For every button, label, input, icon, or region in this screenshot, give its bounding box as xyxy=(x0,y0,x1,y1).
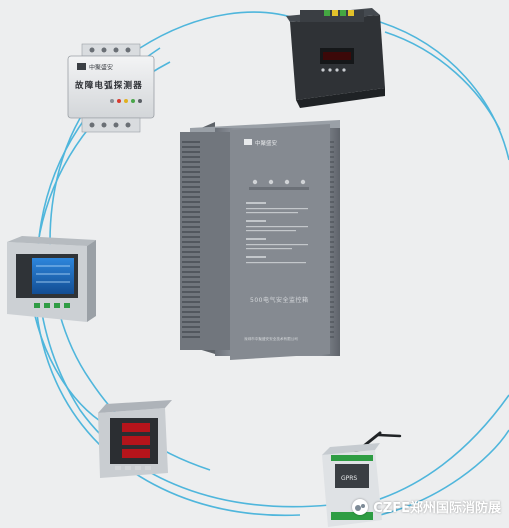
din-rail-monitor-module xyxy=(286,8,385,108)
meter-lcd-screen xyxy=(32,258,74,294)
cabinet-indicator-panel xyxy=(249,179,309,190)
connection-arc-bottom-right xyxy=(359,394,509,506)
cabinet-model-label: 500电气安全监控箱 xyxy=(250,296,308,304)
connection-arc-inner-left xyxy=(36,47,331,508)
connection-arc-outer-left xyxy=(34,61,301,517)
din-terminal-block xyxy=(324,10,354,16)
arc-detector-logo-icon xyxy=(77,63,86,70)
watermark: CZFE郑州国际消防展 xyxy=(352,497,501,516)
gprs-model-label: GPRS xyxy=(341,475,357,482)
connection-arc-bottom-right-2 xyxy=(379,429,509,516)
watermark-text: CZFE郑州国际消防展 xyxy=(373,501,501,516)
cabinet-brand: 中聚盛安 xyxy=(255,139,278,147)
cabinet-company: 深圳市中聚盛安安全技术有限公司 xyxy=(244,336,298,341)
arc-detector-label: 故障电弧探测器 xyxy=(75,80,143,91)
arc-fault-detector: 中聚盛安 故障电弧探测器 xyxy=(67,43,155,133)
connection-arc-top xyxy=(139,11,301,49)
arc-detector-indicator-lights xyxy=(110,99,142,103)
cabinet-logo-icon xyxy=(244,139,252,145)
meter-buttons xyxy=(34,303,70,308)
connection-arc-top-right-2 xyxy=(379,21,509,161)
arc-detector-brand: 中聚盛安 xyxy=(89,64,113,72)
digital-panel-meter xyxy=(98,400,172,478)
watermark-logo-icon xyxy=(352,498,369,515)
cabinet-info-lines xyxy=(246,202,308,264)
main-monitoring-cabinet: 中聚盛安 500电气安全监控箱 深圳市中聚盛安安全技术有限公司 xyxy=(180,120,340,360)
connection-lines xyxy=(29,11,509,517)
panel-meter-lcd xyxy=(7,236,96,322)
connection-arc-top-right xyxy=(384,31,501,131)
meter-red-readouts xyxy=(122,423,150,458)
